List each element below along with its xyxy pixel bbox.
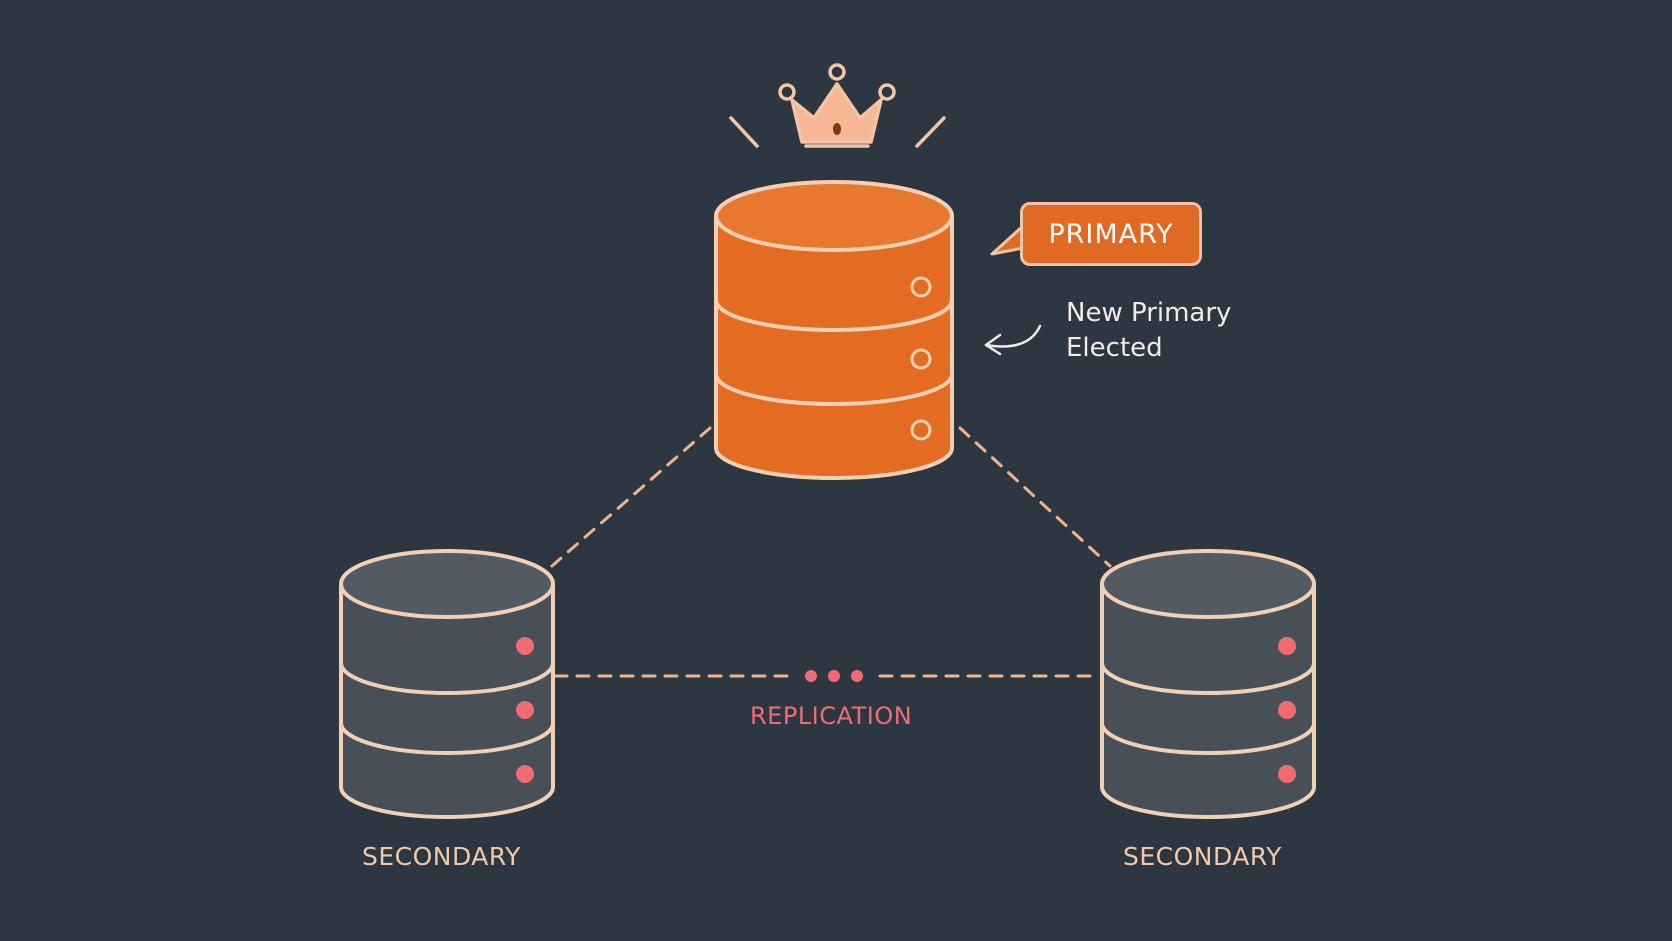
primary-badge-label: PRIMARY: [1048, 218, 1174, 250]
secondary-status-indicator: [1278, 701, 1296, 719]
replication-dot: [828, 670, 840, 682]
secondary-status-indicator: [516, 701, 534, 719]
primary-db-body: [714, 216, 954, 480]
crown-jewel-center: [828, 63, 846, 81]
connector-primary-left: [550, 426, 712, 568]
arrow-shaft: [984, 324, 1042, 348]
primary-status-indicator: [910, 419, 932, 441]
arrow-head: [984, 333, 1002, 356]
crown-jewel-right: [878, 83, 896, 101]
primary-db-top: [714, 180, 954, 252]
badge-pointer: [990, 224, 1025, 256]
replication-dot: [851, 670, 863, 682]
secondary-label-left: SECONDARY: [362, 842, 521, 871]
primary-note-line: New Primary: [1066, 298, 1232, 328]
primary-note: New Primary Elected: [1066, 296, 1231, 366]
replication-label: REPLICATION: [750, 702, 913, 730]
crown-icon: [729, 63, 946, 148]
secondary-db-top: [1100, 549, 1316, 619]
secondary-status-indicator: [1278, 765, 1296, 783]
primary-status-indicator: [910, 348, 932, 370]
replication-dots: [805, 670, 863, 682]
arrow-icon: [984, 324, 1042, 356]
crown-ray-right: [915, 116, 946, 148]
secondary-db-top: [339, 549, 555, 619]
secondary-status-indicator: [1278, 637, 1296, 655]
crown-jewel-left: [778, 83, 796, 101]
connectors: [550, 426, 1112, 678]
primary-db-divider: [714, 373, 954, 406]
secondary-db-divider: [1100, 662, 1316, 695]
secondary-db-divider: [339, 662, 555, 695]
primary-db-divider: [714, 299, 954, 332]
secondary-db-divider: [339, 722, 555, 755]
crown-gem: [833, 123, 841, 135]
primary-status-indicator: [910, 276, 932, 298]
crown-ray-left: [729, 116, 759, 148]
secondary-db-divider: [1100, 722, 1316, 755]
secondary-status-indicator: [516, 637, 534, 655]
crown-body: [790, 82, 883, 144]
primary-note-line: Elected: [1066, 333, 1163, 363]
secondary-database-icon-left: [339, 549, 555, 819]
secondary-status-indicator: [516, 765, 534, 783]
connector-primary-right: [958, 426, 1112, 568]
secondary-db-body: [1100, 584, 1316, 819]
primary-badge: PRIMARY: [1020, 202, 1202, 266]
secondary-db-body: [339, 584, 555, 819]
replication-dot: [805, 670, 817, 682]
secondary-label-right: SECONDARY: [1123, 842, 1282, 871]
secondary-database-icon-right: [1100, 549, 1316, 819]
primary-database-icon: [714, 180, 954, 480]
